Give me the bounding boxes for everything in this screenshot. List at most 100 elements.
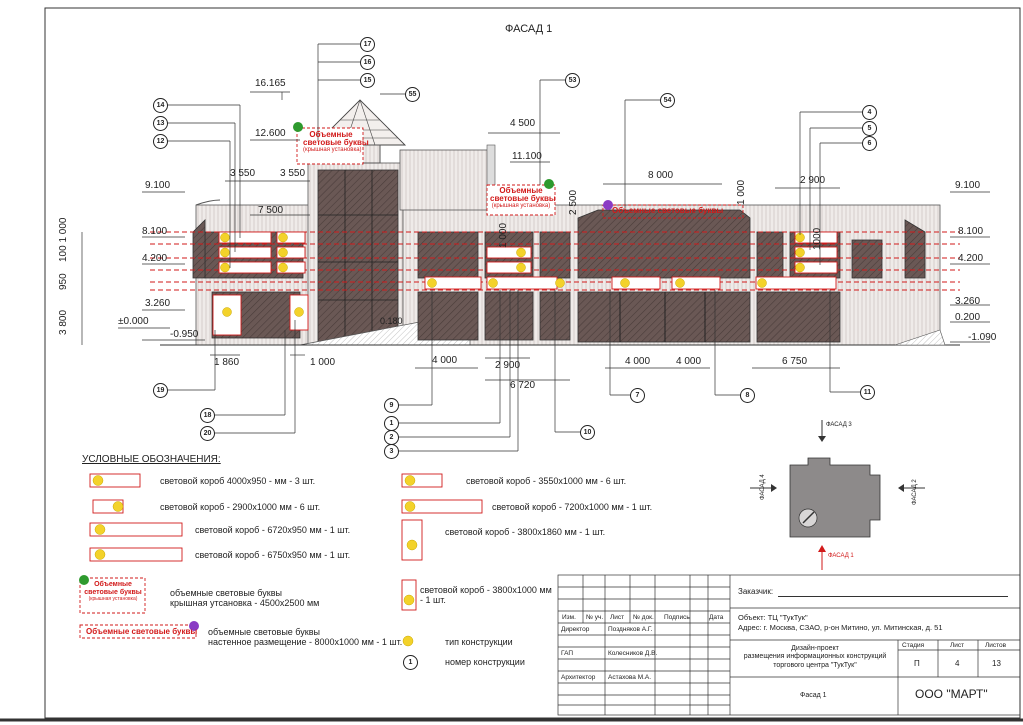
tb-customer: Заказчик:: [738, 587, 774, 596]
tb-address: Адрес: г. Москва, СЗАО, р-он Митино, ул.…: [738, 623, 943, 632]
callout-18: 18: [200, 408, 215, 423]
tb-hdr-date: Дата: [709, 614, 724, 621]
tb-sheets-header: Листов: [985, 642, 1007, 649]
key-plan: [750, 420, 925, 570]
callout-8: 8: [740, 388, 755, 403]
legend-item-1: световой короб 4000х950 - мм - 3 шт.: [160, 476, 316, 486]
tb-hdr-sign: Подпись: [664, 614, 690, 621]
legend-item-10: световой короб - 3800х1000 мм- 1 шт.: [420, 585, 552, 606]
elev-0180: 0.180: [380, 316, 403, 326]
dim-4500: 4 500: [510, 118, 536, 129]
dim-1000-vert-right: 1000: [812, 227, 823, 250]
callout-10: 10: [580, 425, 595, 440]
legend-heading: УСЛОВНЫЕ ОБОЗНАЧЕНИЯ:: [82, 454, 221, 465]
tb-name-director: Поздняков А.Г.: [608, 626, 653, 633]
elev-3260-left: 3.260: [145, 298, 171, 309]
dim-2500-vert: 2 500: [568, 189, 579, 215]
callout-9: 9: [384, 398, 399, 413]
tb-hdr-uch: № уч.: [586, 614, 604, 621]
wall-sign-text: Объемные световые буквы: [612, 206, 724, 215]
tb-role-director: Директор: [561, 626, 590, 633]
plan-label-facade3: ФАСАД 3: [826, 422, 852, 428]
title-block-grid: [557, 574, 1021, 716]
dim-3550-b: 3 550: [280, 168, 306, 179]
dim-950-vert: 950: [58, 273, 69, 290]
dim-1860: 1 860: [214, 357, 240, 368]
tb-hdr-doc: № док.: [633, 614, 654, 621]
drawing-title: ФАСАД 1: [505, 23, 553, 35]
dim-100-1000-vert: 100 1 000: [58, 217, 69, 263]
legend-item-2: световой короб - 2900х1000 мм - 6 шт.: [160, 502, 321, 512]
elev-9100-right: 9.100: [955, 180, 981, 191]
legend-item-9: световой короб - 3800х1860 мм - 1 шт.: [445, 527, 606, 537]
plan-label-facade4: ФАСАД 4: [760, 474, 766, 500]
callout-15: 15: [360, 73, 375, 88]
legend-number-symbol: 1: [403, 655, 418, 670]
elev-8100-left: 8.100: [142, 226, 168, 237]
callout-5: 5: [862, 121, 877, 136]
legend-item-8: световой короб - 7200х1000 мм - 1 шт.: [492, 502, 653, 512]
callout-1: 1: [384, 416, 399, 431]
tb-company: ООО "МАРТ": [915, 687, 988, 701]
callout-2: 2: [384, 430, 399, 445]
elev-4200-right: 4.200: [958, 253, 984, 264]
dim-4000-b: 4 000: [625, 356, 651, 367]
callout-20: 20: [200, 426, 215, 441]
legend-item-7: световой короб - 3550х1000 мм - 6 шт.: [466, 476, 627, 486]
tb-role-architect: Архитектор: [561, 674, 596, 681]
dim-4000-c: 4 000: [676, 356, 702, 367]
roof-letters-sign-1: [296, 127, 364, 165]
dim-3800-vert: 3 800: [58, 309, 69, 335]
tb-name-gap: Колесников Д.В.: [608, 650, 658, 657]
elev-m1090: -1.090: [968, 332, 997, 343]
tb-sheet-header: Лист: [950, 642, 965, 649]
tower-glass: [317, 169, 399, 346]
dim-2900-bottom: 2 900: [495, 360, 521, 371]
callout-54: 54: [660, 93, 675, 108]
roof-letters-sign-2: [486, 184, 556, 216]
tb-hdr-izm: Изм.: [562, 614, 576, 621]
elev-4200-left: 4.200: [142, 253, 168, 264]
callout-11: 11: [860, 385, 875, 400]
elev-9100-left: 9.100: [145, 180, 171, 191]
tb-object: Объект: ТЦ "ТукТук": [738, 613, 808, 622]
dim-6750: 6 750: [782, 356, 808, 367]
elev-3260-right: 3.260: [955, 296, 981, 307]
dim-8000: 8 000: [648, 170, 674, 181]
callout-13: 13: [153, 116, 168, 131]
callout-55: 55: [405, 87, 420, 102]
callout-16: 16: [360, 55, 375, 70]
tb-sheets: 13: [992, 659, 1001, 668]
elev-8100-right: 8.100: [958, 226, 984, 237]
tb-role-gap: ГАП: [561, 650, 574, 657]
legend-item-12: номер конструкции: [445, 657, 525, 667]
elev-16165: 16.165: [255, 78, 286, 89]
tb-sheet: 4: [955, 659, 960, 668]
elev-12600: 12.600: [255, 128, 286, 139]
dim-2900-top: 2 900: [800, 175, 826, 186]
plan-label-facade1: ФАСАД 1: [828, 553, 854, 559]
plan-label-facade2: ФАСАД 2: [912, 479, 918, 505]
tb-name-architect: Астахова М.А.: [608, 674, 652, 681]
elev-11100: 11.100: [512, 151, 542, 162]
legend-item-11: тип конструкции: [445, 637, 513, 647]
tb-stage-header: Стадия: [902, 642, 925, 649]
elev-0200-right: 0.200: [955, 312, 981, 323]
callout-14: 14: [153, 98, 168, 113]
legend-wall-sign-text: Объемные световые буквы: [86, 627, 198, 636]
tb-hdr-list: Лист: [610, 614, 625, 621]
dim-6720: 6 720: [510, 380, 536, 391]
tb-stage: П: [914, 659, 920, 668]
tb-sheet-name: Фасад 1: [800, 692, 827, 699]
callout-6: 6: [862, 136, 877, 151]
legend-item-4: световой короб - 6750х950 мм - 1 шт.: [195, 550, 351, 560]
callout-3: 3: [384, 444, 399, 459]
callout-17: 17: [360, 37, 375, 52]
elev-0000: ±0.000: [118, 316, 149, 327]
